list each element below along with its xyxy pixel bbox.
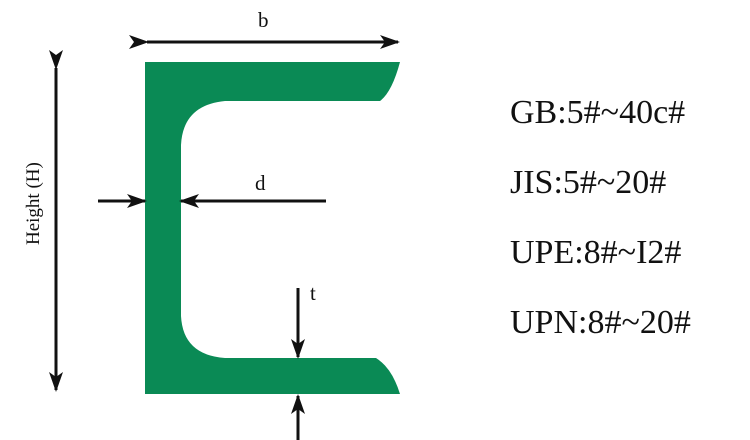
spec-jis: JIS:5#~20# <box>510 164 667 201</box>
spec-upn: UPN:8#~20# <box>510 304 691 341</box>
flange-thickness-label: t <box>310 281 316 305</box>
spec-list: GB:5#~40c# JIS:5#~20# UPE:8#~I2# UPN:8#~… <box>510 96 691 376</box>
spec-gb: GB:5#~40c# <box>510 94 686 131</box>
channel-profile <box>145 62 400 394</box>
spec-upe: UPE:8#~I2# <box>510 234 682 271</box>
web-thickness-label: d <box>255 171 266 195</box>
width-label: b <box>258 8 269 32</box>
height-label: Height (H) <box>23 162 44 245</box>
